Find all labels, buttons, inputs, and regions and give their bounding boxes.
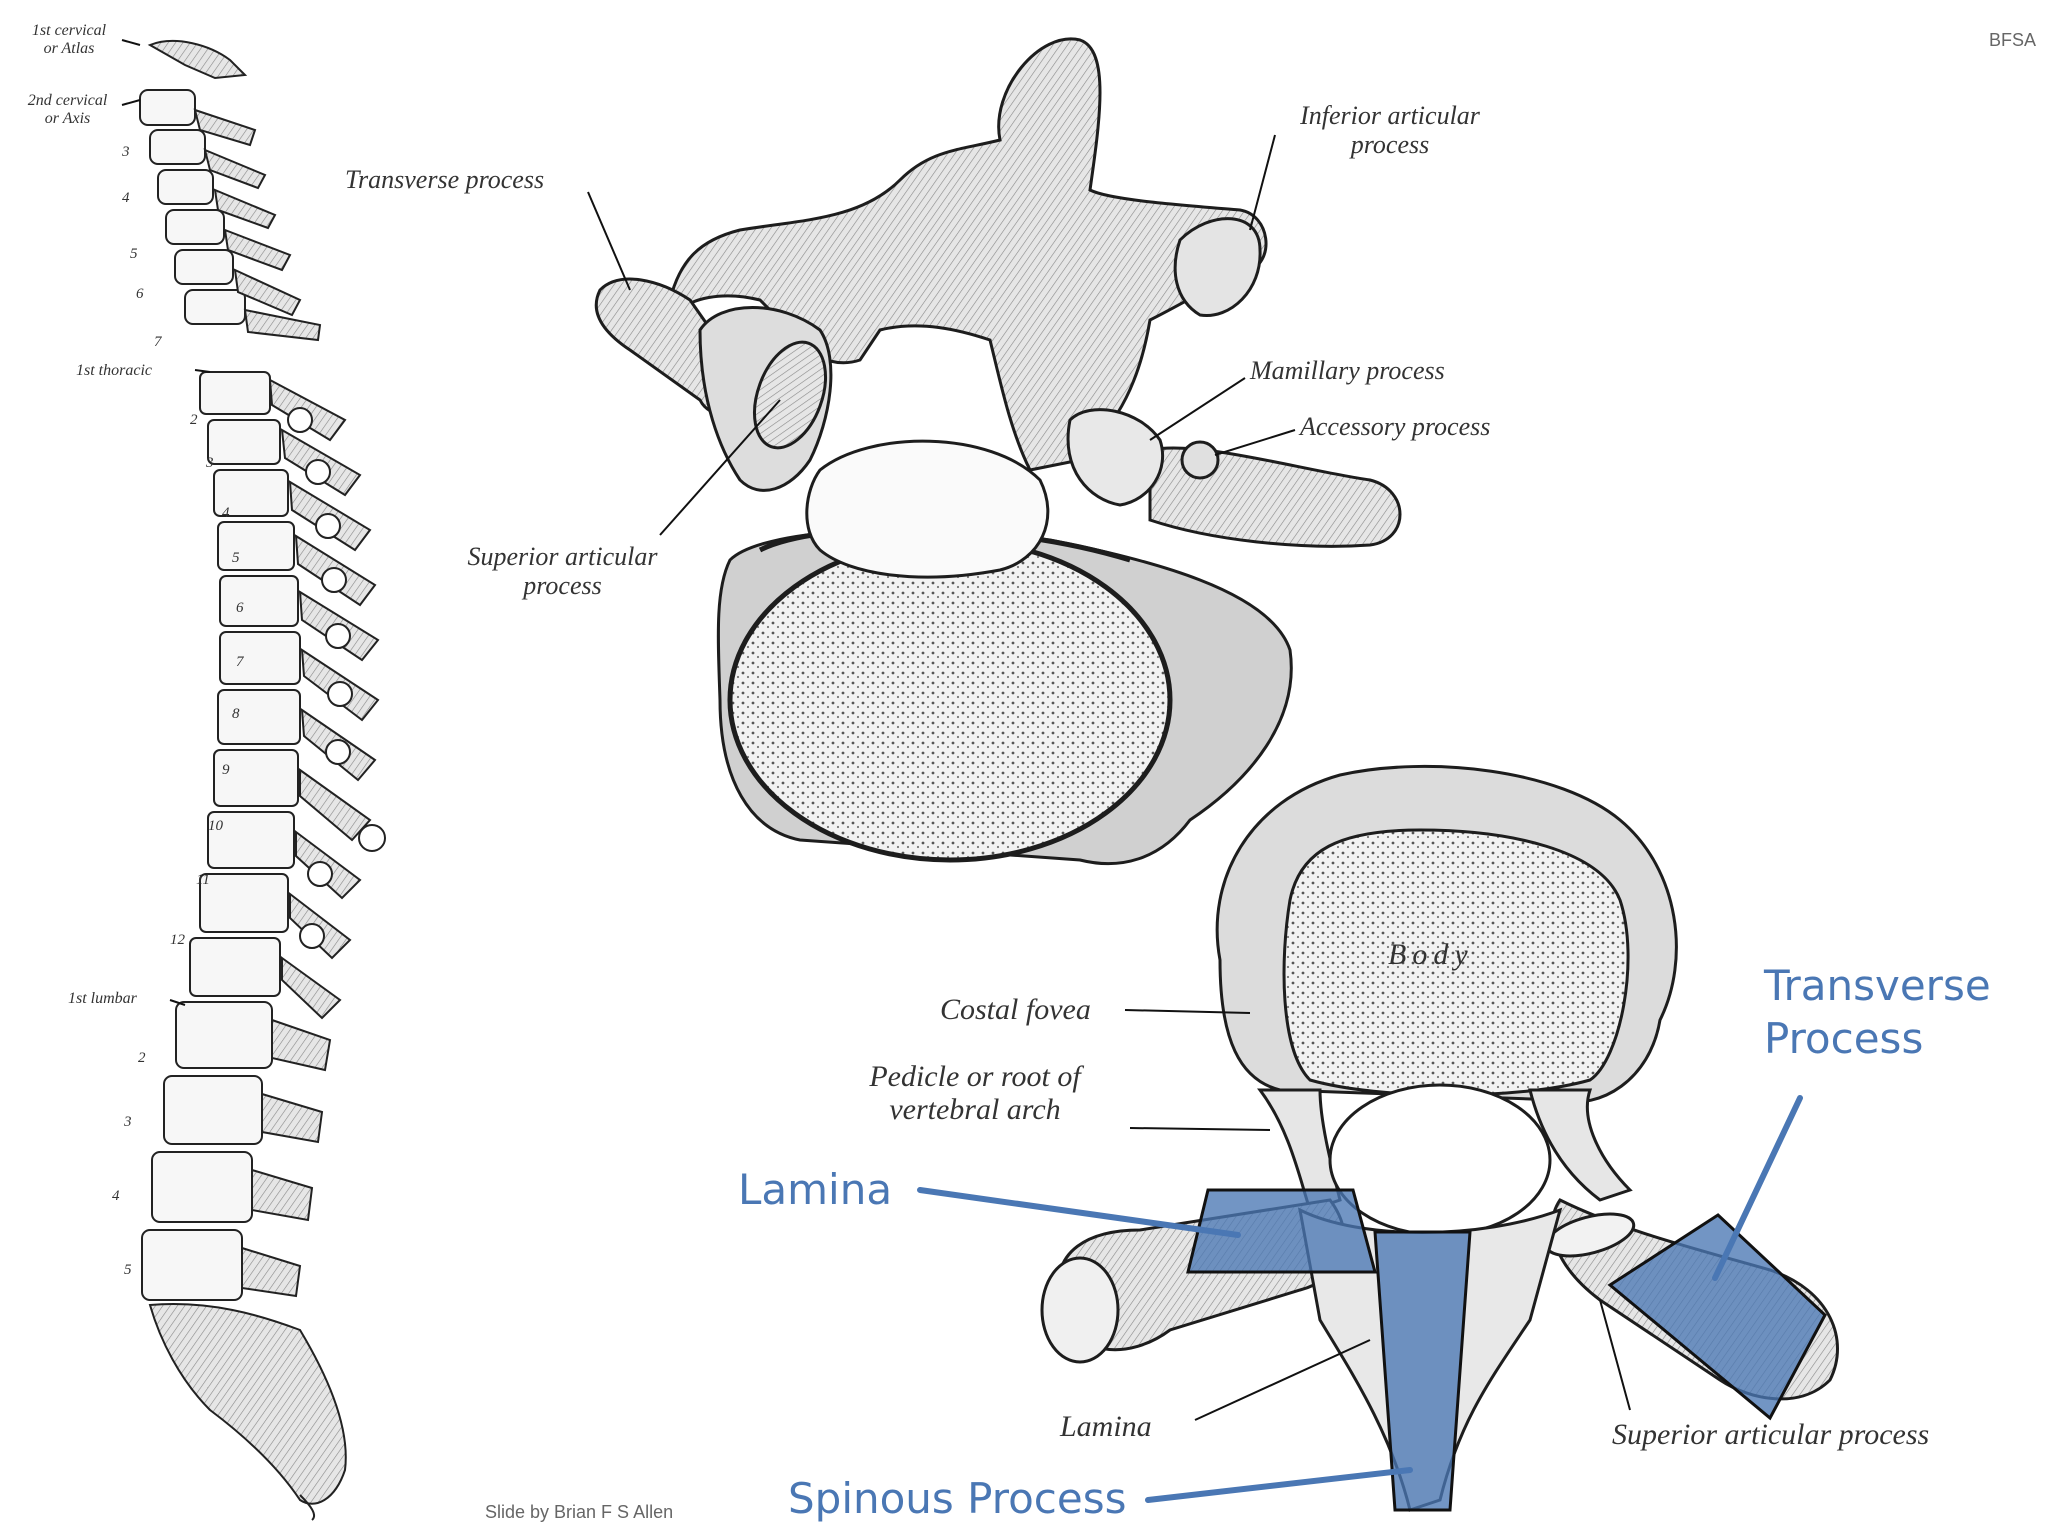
superior-articular-line-1: Superior articular [467, 542, 658, 571]
highlight-pointers [917, 1095, 1803, 1503]
label-superior-articular-thoracic: Superior articular process [1612, 1418, 1930, 1451]
label-costal-fovea: Costal fovea [940, 993, 1091, 1026]
spine-thoracic-2: 2 [190, 412, 198, 428]
spine-cervical-5: 5 [130, 246, 138, 262]
label-inferior-articular: Inferior articular process [1270, 101, 1510, 159]
highlight-label-lamina: Lamina [738, 1165, 893, 1214]
transverse-line-1: Transverse [1764, 961, 1991, 1010]
spine-lumbar-3: 3 [124, 1114, 132, 1130]
atlas-line-2: or Atlas [43, 39, 95, 57]
highlight-label-transverse: Transverse Process [1764, 960, 1991, 1065]
spinous-pointer [1145, 1467, 1413, 1503]
axis-line-1: 2nd cervical [27, 92, 108, 109]
spine-label-thoracic: 1st thoracic [76, 362, 152, 379]
spine-thoracic-4: 4 [222, 505, 230, 521]
spine-cervical-6: 6 [136, 286, 144, 302]
pedicle-line-1: Pedicle or root of [869, 1060, 1081, 1093]
pedicle-line-2: vertebral arch [889, 1093, 1061, 1126]
spine-thoracic-5: 5 [232, 550, 240, 566]
superior-articular-line-2: process [523, 570, 602, 600]
spine-cervical-3: 3 [122, 144, 130, 160]
inferior-articular-line-1: Inferior articular [1300, 101, 1480, 130]
spine-thoracic-12: 12 [170, 932, 185, 948]
transverse-process-highlight [1607, 1213, 1827, 1421]
label-superior-articular-lumbar: Superior articular process [440, 542, 685, 600]
spine-thoracic-6: 6 [236, 600, 244, 616]
spine-lumbar-5: 5 [124, 1262, 132, 1278]
transverse-line-2: Process [1764, 1013, 1924, 1063]
spine-thoracic-3: 3 [206, 455, 214, 471]
lamina-highlight [1186, 1188, 1377, 1274]
spine-thoracic-7: 7 [236, 654, 244, 670]
spine-thoracic-10: 10 [208, 818, 223, 834]
slide-credit: Slide by Brian F S Allen [485, 1502, 674, 1522]
label-accessory-process: Accessory process [1300, 412, 1491, 441]
spine-thoracic-11: 11 [196, 872, 210, 888]
lumbar-vertebra-drawing [594, 37, 1402, 866]
spine-label-atlas: 1st cervical or Atlas [14, 22, 124, 57]
label-mamillary-process: Mamillary process [1250, 356, 1445, 385]
spine-label-axis: 2nd cervical or Axis [10, 92, 125, 127]
inferior-articular-line-2: process [1350, 129, 1430, 159]
spine-thoracic-8: 8 [232, 706, 240, 722]
vertebral-column-drawing [139, 39, 386, 1521]
thoracic-vertebra-drawing [1040, 764, 1839, 1512]
highlight-overlays [1186, 1188, 1827, 1512]
lamina-pointer [917, 1187, 1241, 1238]
transverse-pointer [1712, 1095, 1803, 1281]
corner-tag: BFSA [1988, 30, 2036, 50]
spine-thoracic-9: 9 [222, 762, 230, 778]
spine-cervical-4: 4 [122, 190, 130, 206]
atlas-line-1: 1st cervical [31, 22, 107, 39]
spine-label-lumbar: 1st lumbar [68, 990, 137, 1007]
leader-lines [121, 39, 1631, 1421]
highlight-label-spinous: Spinous Process [788, 1474, 1127, 1523]
label-lamina-italic: Lamina [1060, 1410, 1152, 1443]
axis-line-2: or Axis [44, 109, 91, 127]
spine-lumbar-2: 2 [138, 1050, 146, 1066]
label-pedicle: Pedicle or root of vertebral arch [820, 1060, 1130, 1126]
label-transverse-process: Transverse process [345, 165, 545, 194]
label-body: Body [1388, 938, 1474, 971]
spine-lumbar-4: 4 [112, 1188, 120, 1204]
spine-cervical-7: 7 [154, 334, 162, 350]
spinous-process-highlight [1373, 1230, 1472, 1512]
